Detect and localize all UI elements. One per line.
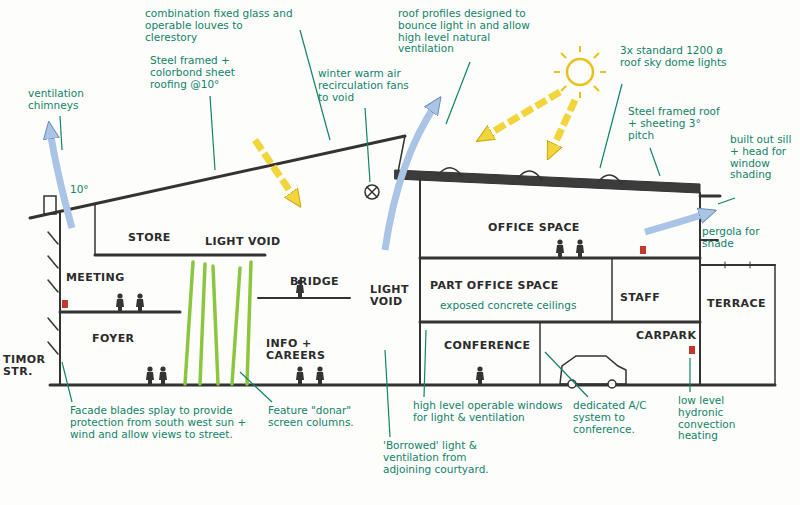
room-label: STORE (128, 232, 171, 244)
screen-columns (185, 262, 251, 384)
leader-lines (60, 30, 735, 437)
room-label: FOYER (92, 333, 134, 345)
annotation-note: combination fixed glass and operable lou… (145, 8, 295, 43)
heaters (62, 246, 695, 354)
annotation-note: winter warm air recirculation fans to vo… (318, 68, 413, 103)
annotation-note: exposed concrete ceilings (440, 300, 576, 312)
room-label: CONFERENCE (444, 340, 530, 352)
room-label: LIGHT VOID (370, 284, 412, 309)
annotation-note: Feature "donar" screen columns. (268, 405, 363, 429)
annotation-note: Facade blades splay to provide protectio… (70, 405, 260, 440)
annotation-note: low level hydronic convection heating (678, 395, 763, 442)
room-label: BRIDGE (290, 276, 339, 288)
room-label: OFFICE SPACE (488, 222, 580, 234)
annotation-note: high level operable windows for light & … (413, 400, 563, 424)
room-label: PART OFFICE SPACE (430, 280, 559, 292)
room-label: TIMOR STR. (3, 354, 49, 379)
annotation-note: built out sill + head for window shading (730, 134, 796, 181)
room-label: MEETING (66, 272, 125, 284)
annotation-note: 3x standard 1200 ø roof sky dome lights (620, 45, 730, 69)
annotation-note: dedicated A/C system to conference. (573, 400, 668, 435)
annotation-note: Steel framed roof + sheeting 3° pitch (628, 106, 723, 141)
annotation-note: ventilation chimneys (28, 88, 120, 112)
annotation-note: pergola for shade (702, 226, 786, 250)
room-label: STAFF (620, 292, 660, 304)
annotation-note: Steel framed + colorbond sheet roofing @… (150, 55, 265, 90)
room-label: LIGHT VOID (205, 236, 281, 248)
annotation-note: 'Borrowed' light & ventilation from adjo… (383, 440, 503, 475)
room-label: TERRACE (707, 298, 766, 310)
room-label: INFO + CAREERS (266, 338, 348, 363)
people (116, 239, 584, 385)
air-arrows (50, 104, 708, 250)
room-label: CARPARK (636, 330, 696, 342)
annotation-note: roof profiles designed to bounce light i… (398, 8, 548, 55)
sun (554, 46, 606, 98)
annotation-note: 10° (70, 184, 89, 196)
